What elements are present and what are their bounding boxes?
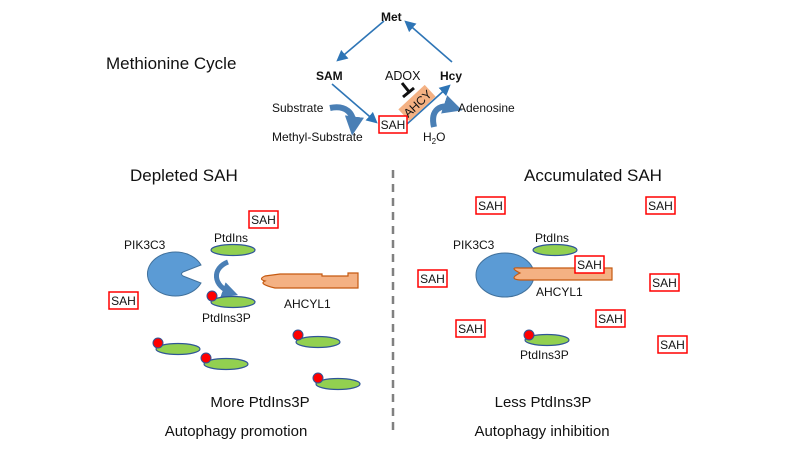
right-outcome-label: Less PtdIns3P — [495, 394, 592, 411]
phosphate-group — [206, 290, 218, 302]
svg-text:SAH: SAH — [648, 199, 673, 213]
left-panel-depleted-sah: Depleted SAH SAH SAH PIK3C3 PtdIns PtdIn… — [108, 166, 361, 440]
arrow-hcy-to-met — [404, 20, 453, 63]
arrow-met-to-sam — [336, 20, 385, 62]
phosphate-group — [523, 329, 535, 341]
ptdins3p-molecule — [152, 337, 201, 356]
adox-inhibition-bar — [402, 86, 415, 99]
svg-text:SAH: SAH — [577, 258, 602, 272]
methyl-substrate-label: Methyl-Substrate — [272, 130, 363, 144]
left-ptdins3p-label: PtdIns3P — [202, 311, 251, 325]
left-panel-title: Depleted SAH — [130, 166, 238, 185]
right-effect-label: Autophagy inhibition — [474, 423, 609, 440]
adenosine-label: Adenosine — [458, 101, 515, 115]
right-panel-title: Accumulated SAH — [524, 166, 662, 185]
right-sah-box: SAH — [649, 273, 680, 292]
cycle-sah-box: SAH — [378, 115, 408, 134]
left-sah-box: SAH — [108, 291, 139, 310]
left-ahcyl1-label: AHCYL1 — [284, 297, 331, 311]
substrate-label: Substrate — [272, 101, 324, 115]
phosphorylation-arrow — [214, 259, 239, 298]
right-ptdins3p-label: PtdIns3P — [520, 348, 569, 362]
right-sah-box: SAH — [417, 269, 448, 288]
svg-text:SAH: SAH — [598, 312, 623, 326]
svg-text:SAH: SAH — [420, 272, 445, 286]
ahcy-box — [398, 84, 436, 122]
left-ptdins-lipid — [210, 243, 256, 257]
right-sah-box-bound: SAH — [574, 255, 605, 274]
water-label: H2O — [423, 130, 445, 146]
arrow-sah-to-hcy — [406, 84, 451, 125]
adox-label: ADOX — [385, 69, 421, 83]
left-outcome-label: More PtdIns3P — [210, 394, 309, 411]
hcy-label: Hcy — [440, 69, 462, 83]
ptdins3p-molecule — [200, 352, 249, 371]
right-ptdins3p-lipid — [524, 333, 570, 347]
svg-text:SAH: SAH — [478, 199, 503, 213]
arrow-sam-to-sah — [331, 83, 378, 124]
svg-text:SAH: SAH — [251, 213, 276, 227]
ptdins3p-molecule — [312, 372, 361, 391]
right-ptdins-label: PtdIns — [535, 231, 569, 245]
right-sah-box: SAH — [595, 309, 626, 328]
svg-text:SAH: SAH — [458, 322, 483, 336]
right-panel-accumulated-sah: Accumulated SAH SAH SAH SAH SAH SAH SAH — [417, 166, 688, 440]
left-effect-label: Autophagy promotion — [165, 423, 308, 440]
cycle-title: Methionine Cycle — [106, 54, 236, 73]
left-ptdins3p-lipid — [210, 295, 256, 309]
right-ptdins-lipid — [532, 243, 578, 257]
adenosine-release-arrow — [430, 95, 463, 128]
left-pik3c3-enzyme — [147, 251, 202, 297]
svg-text:SAH: SAH — [660, 338, 685, 352]
right-sah-box: SAH — [455, 319, 486, 338]
right-sah-box: SAH — [657, 335, 688, 354]
ptdins3p-molecule — [292, 329, 341, 349]
sam-label: SAM — [316, 69, 343, 83]
methionine-cycle: Methionine Cycle Met SAM Hcy ADOX AHCY S… — [106, 10, 515, 146]
svg-text:SAH: SAH — [111, 294, 136, 308]
substrate-methylation-arrow — [329, 104, 364, 136]
left-sah-box: SAH — [248, 210, 279, 229]
right-pik3c3-label: PIK3C3 — [453, 238, 495, 252]
right-ahcyl1-label: AHCYL1 — [536, 285, 583, 299]
svg-text:SAH: SAH — [652, 276, 677, 290]
right-sah-box: SAH — [645, 196, 676, 215]
left-ptdins-label: PtdIns — [214, 231, 248, 245]
left-pik3c3-label: PIK3C3 — [124, 238, 166, 252]
met-label: Met — [381, 10, 402, 24]
svg-text:SAH: SAH — [381, 118, 406, 132]
right-sah-box: SAH — [475, 196, 506, 215]
left-ahcyl1-protein — [260, 272, 359, 289]
